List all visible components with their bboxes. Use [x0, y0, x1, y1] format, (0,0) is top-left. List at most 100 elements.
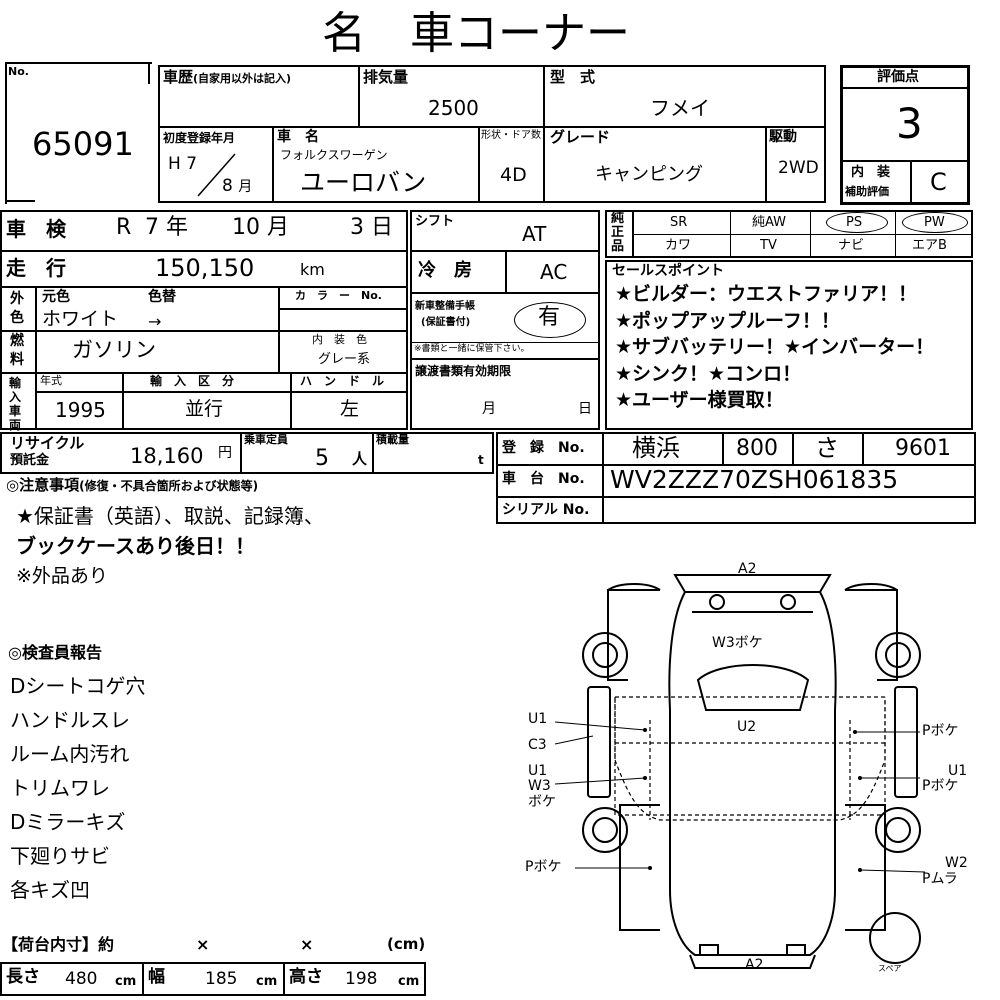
cargo-width-cm: cm: [256, 974, 278, 989]
mileage-label: 走 行: [6, 256, 66, 280]
interior-rating-label: 内 装: [851, 165, 891, 180]
model-label: 型 式: [550, 68, 596, 86]
import-type-label: 輸 入 区 分: [150, 374, 235, 388]
option-aw: 純AW: [752, 215, 787, 230]
recycle-label-2: 預託金: [10, 453, 50, 468]
inspector-line-4: トリムワレ: [10, 776, 110, 800]
grade-label: グレード: [550, 128, 611, 146]
number-label: No.: [8, 65, 29, 78]
sales-point-3: ★サブバッテリー！★インバーター！: [615, 336, 935, 358]
load-label: 積載量: [376, 433, 409, 446]
registration-label: 登 録 No.: [502, 440, 585, 456]
note-line-2: ブックケースあり後日！！: [16, 534, 255, 558]
sales-point-4: ★シンク！★コンロ！: [615, 363, 802, 385]
capacity-label: 乗車定員: [244, 433, 288, 446]
rating-box: [840, 65, 970, 205]
cargo-unit: (cm): [387, 935, 426, 953]
inspector-line-3: ルーム内汚れ: [10, 742, 130, 766]
maint-book-circle: [514, 302, 586, 338]
diagram-left-3: U1: [528, 763, 548, 779]
import-year-label: 年式: [40, 374, 62, 387]
note-line-3: ※外品あり: [16, 565, 108, 587]
capacity-unit: 人: [352, 450, 368, 468]
maint-book-note: ※書類と一緒に保管下さい。: [414, 344, 530, 354]
inspection-label: 車 検: [6, 217, 66, 241]
sales-point-5: ★ユーザー様買取！: [615, 389, 784, 411]
car-name-value: ユーロバン: [300, 168, 427, 197]
color-code-label: カ ラ ー No.: [295, 289, 382, 302]
mileage-value: 150,150: [155, 254, 255, 282]
cargo-length: 480: [65, 969, 98, 989]
color-label-1: 外: [10, 291, 24, 307]
number-value: 65091: [32, 125, 134, 163]
option-leather: カワ: [665, 238, 692, 253]
ac-value: AC: [540, 260, 568, 284]
car-name-label: 車 名: [277, 129, 319, 145]
inspector-line-6: 下廻りサビ: [10, 844, 110, 868]
note-line-1: ★保証書（英語）、取説、記録簿、: [16, 504, 324, 528]
serial-label: シリアル No.: [502, 502, 590, 518]
rating-value: 3: [896, 99, 923, 148]
option-sr: SR: [670, 215, 688, 230]
inspector-line-5: Dミラーキズ: [10, 810, 126, 834]
inspection-year: 7 年: [145, 215, 189, 240]
rating-label: 評価点: [877, 69, 919, 85]
inspector-label: ◎検査員報告: [8, 643, 102, 662]
capacity-value: 5: [315, 446, 329, 471]
inspector-line-7: 各キズ凹: [10, 878, 90, 902]
chassis-value: WV2ZZZ70ZSH061835: [610, 465, 899, 494]
body-label: 形状・ドア数: [481, 130, 541, 141]
handle-value: 左: [340, 398, 360, 420]
option-ps: PS: [846, 215, 863, 230]
inspector-line-2: ハンドルスレ: [10, 708, 130, 732]
orig-color-label: 元色: [42, 289, 70, 305]
diagram-right-2: U1: [948, 763, 968, 779]
diagram-left-6: Pボケ: [525, 859, 562, 875]
diagram-center-label: U2: [737, 719, 757, 735]
shift-value: AT: [522, 222, 547, 246]
body-value: 4D: [500, 164, 527, 186]
interior-rating-value: C: [930, 168, 947, 196]
diagram-left-4: W3: [528, 778, 551, 794]
import-type: 並行: [185, 398, 224, 420]
cargo-x1: ×: [196, 935, 210, 954]
recycle-label-1: リサイクル: [10, 434, 85, 452]
ac-label: 冷 房: [418, 260, 472, 281]
color-label-2: 色: [10, 310, 24, 326]
recycle-value: 18,160: [130, 444, 204, 468]
first-reg-month: 8 月: [222, 176, 253, 196]
diagram-top-label: A2: [738, 561, 757, 577]
diagram-right-5: Pムラ: [922, 871, 958, 887]
option-tv: TV: [760, 238, 777, 253]
diagram-right-3: Pボケ: [922, 778, 959, 794]
interior-rating-sub: 補助評価: [845, 185, 889, 198]
registration-area: 横浜: [632, 434, 680, 462]
model-value: フメイ: [650, 96, 710, 120]
maint-book-label-2: (保証書付): [421, 317, 471, 328]
notes-label: ◎注意事項(修復・不具合箇所および状態等): [6, 476, 259, 494]
cargo-length-cm: cm: [115, 974, 137, 989]
change-color-label: 色替: [148, 289, 176, 305]
cargo-height-cm: cm: [398, 974, 420, 989]
sales-point-2: ★ポップアップルーフ！！: [615, 310, 840, 332]
interior-color-value: グレー系: [318, 352, 371, 367]
maint-book-value: 有: [538, 305, 561, 330]
diagram-center-top-label: W3ボケ: [712, 635, 763, 651]
diagram-spare-label: スペア: [878, 964, 902, 973]
diagram-right-1: Pボケ: [922, 723, 959, 739]
inspection-era: R: [116, 215, 132, 240]
drive-label: 駆動: [769, 129, 797, 145]
grade-value: キャンピング: [595, 164, 703, 185]
option-pw: PW: [924, 215, 945, 230]
history-label: 車歴(自家用以外は記入): [163, 68, 292, 86]
page-title: 名 車コーナー: [322, 8, 630, 59]
diagram-right-4: W2: [945, 855, 968, 871]
car-name-sub: フォルクスワーゲン: [280, 148, 388, 162]
recycle-unit: 円: [218, 445, 232, 461]
fuel-value: ガソリン: [72, 338, 156, 362]
first-reg-label: 初度登録年月: [163, 131, 236, 145]
number-box: [5, 62, 152, 204]
maint-book-label-1: 新車整備手帳: [415, 301, 475, 312]
cargo-height-label: 高さ: [289, 967, 323, 987]
displacement-value: 2500: [428, 96, 479, 120]
